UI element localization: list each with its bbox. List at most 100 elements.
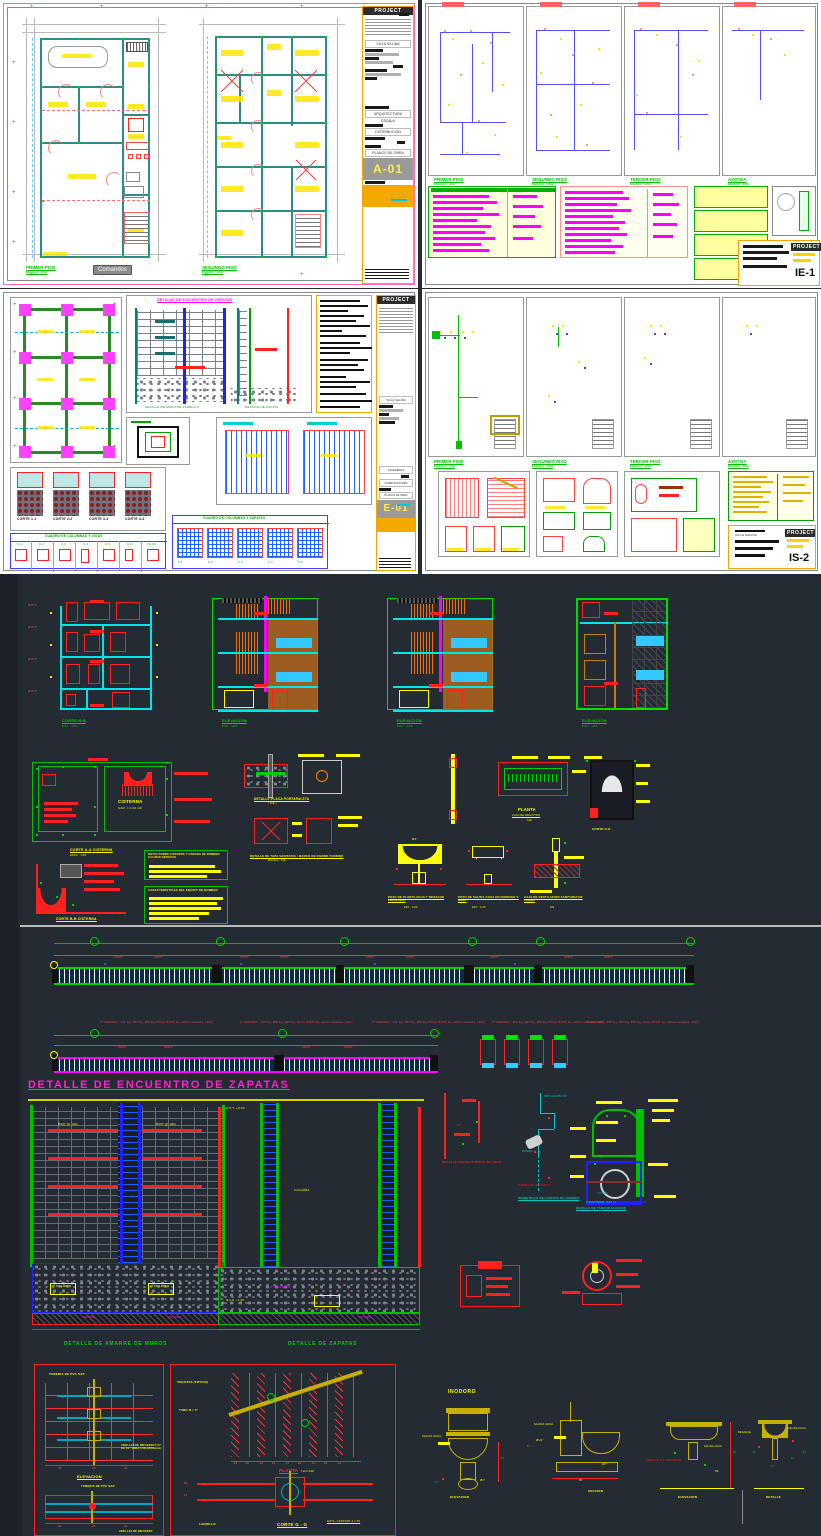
tank-plan-detail[interactable]	[452, 1255, 538, 1311]
plan-segundo-piso[interactable]	[195, 14, 350, 266]
titleblock-code: A-01	[363, 158, 413, 180]
beam-cross-sections[interactable]	[480, 1035, 568, 1069]
tanque-elevado-detail[interactable]: 0.5 mm CAPACIDAD 1100 Lt DETALLE DE TANQ…	[570, 1097, 690, 1215]
caja-corte-dd[interactable]	[584, 756, 650, 826]
cistern-details-row[interactable]: CISTERNA CAP. = 2.20 m3 CORTE A-A CISTER…	[0, 750, 821, 925]
columns-beams-schedule[interactable]: CUADRO DE COLUMNAS Y VIGAS C-1 C-2 C-3 C…	[10, 533, 167, 570]
titleblock-subject: DISTRIBUCION	[365, 128, 411, 136]
inodoro-label-1: ELEVACION	[450, 1495, 470, 1499]
pipe-label-elevacion: ELEVACION	[77, 1474, 102, 1479]
sanitary-legend-table[interactable]	[728, 471, 814, 521]
cistern-name-label: CISTERNA	[118, 799, 143, 804]
footing-wall-detail[interactable]: DETALLE DE ENCUENTRO DE ZAPATAS DETALLE …	[126, 295, 312, 413]
inodoro-bajo-detail[interactable]	[462, 838, 518, 892]
electrical-plans-row[interactable]	[428, 2, 816, 176]
zapatas-schedule[interactable]: CUADRO DE COLUMNAS Y ZAPATAS Z-1 Z-2 Z-3…	[172, 515, 329, 569]
beam-elevation-upper[interactable]: 2Ø5/8" 2Ø5/8" 2Ø5/8" 2Ø5/8" 2Ø5/8" 2Ø5/8…	[44, 937, 700, 997]
beam-elevation-lower[interactable]: 2Ø5/8" 2Ø5/8" 2Ø5/8" 2Ø5/8"	[44, 1029, 444, 1093]
foundation-plan[interactable]: ++ ++ ++	[10, 297, 122, 463]
pipe-detail-block[interactable]: TUBERIA DE PVC SAP VARILLAS DE REFUERZO …	[0, 1360, 821, 1536]
titleblock-code: IE-1	[795, 267, 816, 279]
plate-detail[interactable]	[240, 754, 380, 806]
viguetas-panel[interactable]: VIGUETAS (TIPICAS) TUBO Ø = 4" .10 .30 .…	[170, 1364, 396, 1536]
mid-dim-4: .30	[271, 1462, 276, 1465]
inodoro-elevacion: SALIDA AGUA Ø4" .10 .20 ELEVACION	[422, 1408, 510, 1508]
cistern-notes-box-2[interactable]: CARACTERISTICAS DEL EQUIPO DE BOMBEO	[144, 886, 228, 924]
sanitary-plans-row[interactable]	[428, 297, 816, 457]
cistern-section-bb[interactable]	[30, 858, 140, 916]
inodoro-callout-6: SALIDA AGUA	[788, 1427, 806, 1430]
valve-detail[interactable]	[562, 1255, 650, 1311]
plan-primer-piso[interactable]	[18, 14, 168, 266]
ventilacion-techo-detail[interactable]	[530, 838, 586, 894]
pipe-dim-1: .40	[57, 1466, 62, 1470]
sanitary-detail-panel-2[interactable]	[536, 471, 618, 557]
footing-detail-block[interactable]: DETALLE DE ENCUENTRO DE ZAPATAS Ø3/8" @ …	[0, 1073, 821, 1360]
column-tag-3: C-3	[61, 542, 67, 546]
corte-bb-drawing[interactable]: N.P.T. N.P.T. N.P.T. N.P.T.	[28, 598, 165, 713]
slab-detail-block[interactable]	[216, 417, 372, 505]
architecture-sheet[interactable]: ++ ++ ++ ++ ++ ++	[0, 0, 418, 288]
mid-dim-6: .30	[297, 1462, 302, 1465]
view-scale-corte-bb: ESC : 1/50	[62, 724, 78, 728]
lavatorio-detalle: DESAGUE SALIDA AGUA .15 .10 .20 .55 DETA…	[738, 1408, 810, 1508]
caja-registro-planta[interactable]	[490, 756, 586, 804]
electrical-legend-table[interactable]	[428, 186, 556, 258]
elevacion-1-drawing[interactable]	[210, 596, 320, 714]
cyclopean-label: Cº CICLOPEO	[52, 1285, 72, 1288]
tubo-callout: TUBO Ø = 4"	[179, 1408, 199, 1412]
view-label-corte-dd: CORTE D-D	[592, 827, 611, 831]
titleblock-code: IS-2	[789, 552, 810, 564]
cistern-plan[interactable]: CISTERNA CAP. = 2.20 m3	[28, 758, 212, 846]
sheet-frame	[425, 3, 818, 285]
cistern-notes-box-1[interactable]: NOTAS SOBRE CISTERNA Y CAMARA DE BOMBEO …	[144, 850, 228, 880]
inodoro-dim-2: Ø2"	[602, 1463, 607, 1466]
sanitary-detail-panel-1[interactable]	[438, 471, 530, 557]
electrical-riser-detail[interactable]	[772, 186, 816, 236]
titleblock-set: PLANOS DE OBRA	[365, 149, 411, 157]
zapata-tag-1: Z-1	[178, 560, 183, 564]
sheet-frame	[425, 292, 818, 571]
titleblock-set: PLANOS DE OBRA	[379, 492, 413, 499]
sections-elevations-row[interactable]: N.P.T. N.P.T. N.P.T. N.P.T. CORTE B-B ES…	[0, 574, 821, 750]
lavatorio-detail[interactable]: Ø2"	[390, 838, 454, 892]
pipe-dim-2: .25	[91, 1466, 96, 1470]
sanitary-detail-panel-3[interactable]	[624, 471, 720, 557]
electrical-panel-blocks[interactable]	[694, 186, 768, 284]
view-label-placa: DETALLE PLACA PORTAPALETA	[254, 797, 310, 801]
titleblock-is2[interactable]: VILLA SALINA PROJECT IS-2	[728, 525, 816, 569]
inodoro-panel[interactable]: INODORO SALIDA AGUA Ø4" .10 .20 ELEVACIO…	[420, 1390, 810, 1536]
amarre-muros-detail[interactable]: Ø3/8" @ .40m Ø3/8" @ .40m SOLADO SOLADO …	[28, 1099, 228, 1339]
elevacion-3-drawing[interactable]	[570, 596, 670, 714]
tanque-capacity-label: CAPACIDAD 1100 Lt	[586, 1200, 617, 1204]
tapa-sanitaria-detail[interactable]	[246, 812, 376, 852]
structural-sheet[interactable]: ++ ++ ++ DETALLE DE ENCUENTRO DE ZAPATAS…	[0, 289, 418, 574]
zapata-detail[interactable]: N.P.T. +0.00 N.F.Z. -1.20 COLUMNA SOLADO…	[218, 1099, 424, 1339]
titleblock-a01[interactable]: PROJECT VILLA SALINA ARQUITECTURA ESCALA…	[362, 6, 414, 284]
inodoro-dim-3: .50	[714, 1469, 719, 1473]
beam-reinforcement-row[interactable]: 2Ø5/8" 2Ø5/8" 2Ø5/8" 2Ø5/8" 2Ø5/8" 2Ø5/8…	[0, 925, 821, 1122]
view-scale-elevacion-2: ESC : 1/50	[397, 724, 413, 728]
titleblock-e01[interactable]: PROJECT VILLA SALINA INGENIERIA CIMENTAC…	[376, 295, 416, 571]
column-plan-detail[interactable]	[126, 417, 190, 465]
sections-row[interactable]: CORTE 1-1 CORTE 2-2 CORTE 3-3 CORTE 4-4	[10, 467, 166, 531]
salida-agua-detail[interactable]: .30 DETALLE SALIDA PUNTOS DE AGUA	[440, 1089, 510, 1169]
electrical-loads-table[interactable]	[560, 186, 688, 258]
titleblock-ie1[interactable]: PROJECT IE-1	[738, 240, 821, 286]
section-label-4: CORTE 4-4	[125, 517, 145, 521]
pipe-in-wall-panel[interactable]: TUBERIA DE PVC SAP VARILLAS DE REFUERZO …	[34, 1364, 164, 1536]
equipo-bombeo-isometric[interactable]: IMPULSION 3/4" BOMBA TUBERIA DE IMPULSIO…	[518, 1093, 580, 1200]
pipe-dim-4: .40	[57, 1524, 62, 1528]
elevacion-2-drawing[interactable]	[385, 596, 495, 714]
impulsion-label: IMPULSION 3/4"	[544, 1094, 568, 1098]
view-scale-elevacion-3: ESC : 1/50	[582, 724, 598, 728]
view-label-lavatorio: POZO DE PLANTA AGUA Y DESAGUE LAVATORIO	[388, 895, 445, 903]
structural-notes-block[interactable]	[316, 295, 372, 413]
